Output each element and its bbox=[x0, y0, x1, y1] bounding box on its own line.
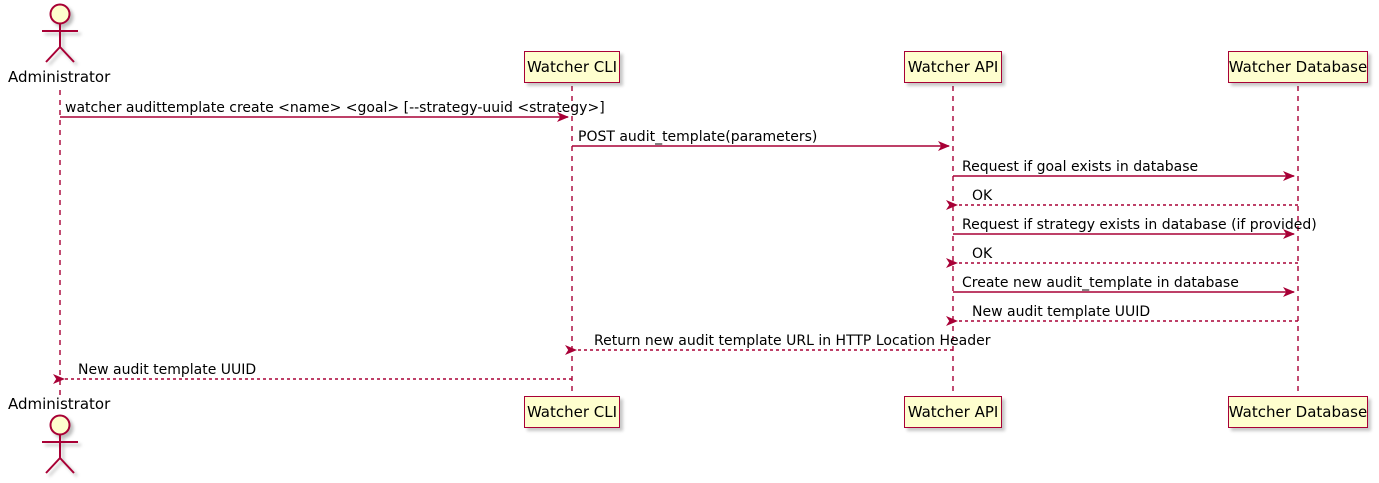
message-label-7: New audit template UUID bbox=[972, 304, 1151, 320]
participant-label-watcher-api-top: Watcher API bbox=[907, 58, 999, 76]
participant-label-watcher-database-top: Watcher Database bbox=[1228, 58, 1368, 76]
participant-label-watcher-cli-top: Watcher CLI bbox=[526, 58, 618, 76]
message-label-5: OK bbox=[972, 246, 993, 262]
participant-label-watcher-api-bottom: Watcher API bbox=[907, 403, 999, 421]
actor-administrator-bottom-icon bbox=[42, 414, 78, 474]
participant-box-watcher-database-top[interactable]: Watcher Database bbox=[1228, 51, 1368, 83]
participant-box-watcher-api-top[interactable]: Watcher API bbox=[904, 51, 1002, 83]
participant-label-watcher-database-bottom: Watcher Database bbox=[1228, 403, 1368, 421]
message-label-8: Return new audit template URL in HTTP Lo… bbox=[594, 333, 991, 349]
participant-box-watcher-cli-bottom[interactable]: Watcher CLI bbox=[524, 396, 620, 428]
participant-box-watcher-api-bottom[interactable]: Watcher API bbox=[904, 396, 1002, 428]
message-arrows bbox=[53, 112, 1298, 384]
actor-label-administrator-bottom: Administrator bbox=[8, 395, 111, 413]
participant-box-watcher-database-bottom[interactable]: Watcher Database bbox=[1228, 396, 1368, 428]
participant-label-watcher-cli-bottom: Watcher CLI bbox=[526, 403, 618, 421]
participant-box-watcher-cli-top[interactable]: Watcher CLI bbox=[524, 51, 620, 83]
message-label-9: New audit template UUID bbox=[78, 362, 257, 378]
lifelines bbox=[59, 86, 1299, 396]
actor-administrator-top-icon bbox=[42, 3, 78, 63]
message-label-3: OK bbox=[972, 188, 993, 204]
message-label-4: Request if strategy exists in database (… bbox=[962, 217, 1317, 233]
message-label-2: Request if goal exists in database bbox=[962, 159, 1199, 175]
message-label-1: POST audit_template(parameters) bbox=[578, 129, 818, 145]
actor-label-administrator-top: Administrator bbox=[8, 68, 111, 86]
message-label-6: Create new audit_template in database bbox=[962, 275, 1239, 291]
message-label-0: watcher audittemplate create <name> <goa… bbox=[65, 100, 605, 116]
